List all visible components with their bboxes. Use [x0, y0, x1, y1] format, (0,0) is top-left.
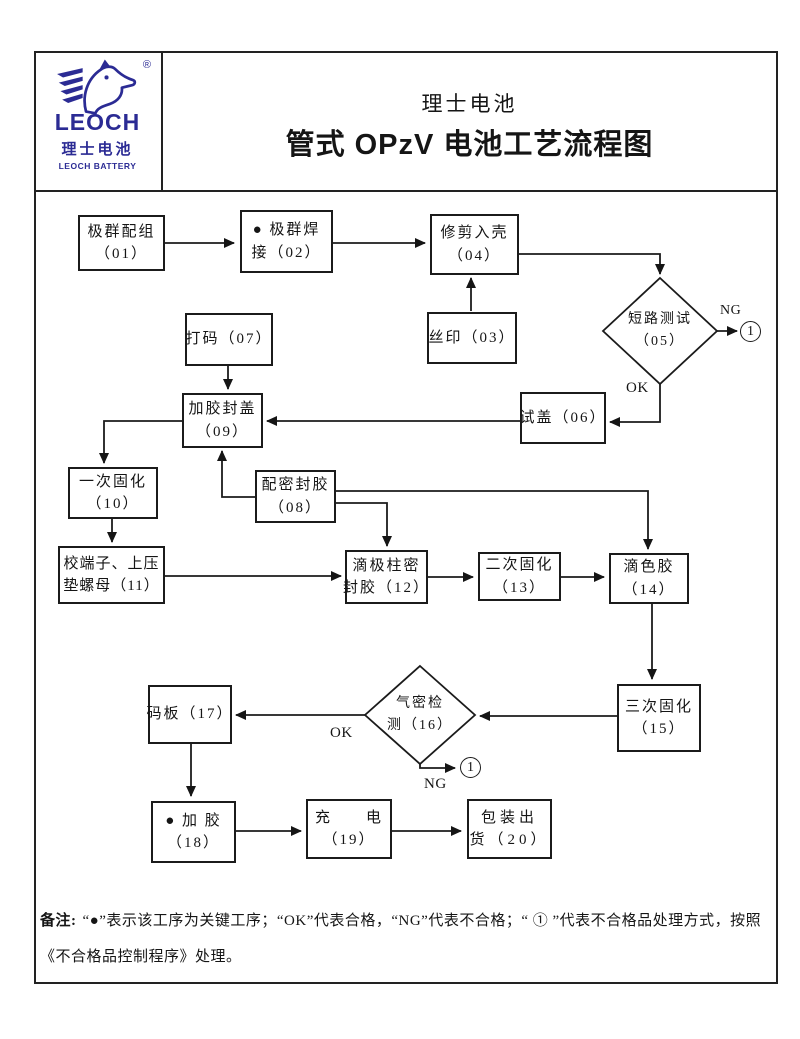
arrows — [99, 238, 738, 836]
node-label: （13） — [492, 579, 546, 596]
node-label: （18） — [166, 835, 220, 851]
process-box-04: 修剪入壳 （04） — [430, 214, 519, 275]
footnote-text: “●”表示该工序为关键工序；“OK”代表合格，“NG”代表不合格；“ ① ”代表… — [40, 913, 762, 965]
page-title: 管式 OPzV 电池工艺流程图 — [285, 129, 654, 161]
node-label: （14） — [622, 581, 676, 598]
node-label: 打码（07） — [185, 331, 273, 348]
process-box-14: 滴色胶 （14） — [609, 553, 689, 604]
process-box-08: 配密封胶 （08） — [255, 470, 336, 523]
process-box-01: 极群配组 （01） — [78, 215, 165, 271]
process-box-02: ● 极群焊 接（02） — [240, 210, 333, 273]
node-label: 校端子、上压 — [63, 555, 160, 572]
process-box-13: 二次固化 （13） — [478, 552, 561, 601]
process-box-15: 三次固化 （15） — [617, 684, 701, 752]
process-box-18: ● 加 胶 （18） — [151, 801, 236, 863]
node-label: 极群配组 — [87, 223, 156, 240]
node-label: 气密检 — [396, 695, 444, 711]
logo-brand-text: LEOCH — [54, 109, 141, 135]
company-title: 理士电池 — [421, 92, 518, 116]
node-label: 接（02） — [251, 244, 322, 261]
process-box-17: 码板（17） — [146, 685, 234, 744]
logo-english-text: LEOCH BATTERY — [58, 161, 137, 171]
node-label: （05） — [635, 334, 685, 349]
ng-label-top: NG — [720, 303, 742, 318]
node-label: （10） — [86, 496, 140, 512]
header-divider — [34, 190, 778, 192]
node-label: （15） — [632, 721, 686, 737]
node-label: 垫螺母（11） — [63, 578, 160, 594]
decision-label-05: 短路测试 （05） — [606, 302, 714, 360]
logo: ® LEOCH 理士电池 LEOCH BATTERY — [34, 51, 161, 190]
node-label: 货（20） — [469, 832, 550, 848]
reject-circle-top: 1 — [740, 321, 761, 342]
process-box-07: 打码（07） — [185, 313, 273, 366]
reject-circle-bottom: 1 — [460, 757, 481, 778]
logo-chinese-text: 理士电池 — [61, 141, 134, 158]
node-label: （08） — [268, 499, 322, 516]
node-label: 二次固化 — [485, 557, 554, 573]
process-box-06: 试盖（06） — [520, 392, 606, 444]
node-label: 封胶（12） — [343, 580, 431, 596]
node-label: 三次固化 — [624, 698, 693, 715]
ok-label-bottom: OK — [330, 725, 353, 741]
node-label: 滴极柱密 — [352, 557, 421, 574]
process-box-19: 充 电 （19） — [306, 799, 392, 859]
node-label: 滴色胶 — [623, 559, 675, 575]
node-label: 充 电 — [314, 809, 383, 826]
node-label: 测（16） — [387, 718, 453, 733]
node-label: （19） — [322, 832, 376, 848]
node-label: （01） — [94, 246, 148, 262]
process-box-11: 校端子、上压 垫螺母（11） — [58, 546, 165, 604]
node-label: 试盖（06） — [519, 409, 607, 426]
outer-border — [34, 51, 778, 984]
node-label: 配密封胶 — [261, 477, 330, 493]
node-label: （04） — [447, 247, 501, 264]
node-label: 包装出 — [480, 809, 538, 826]
node-label: 短路测试 — [628, 311, 692, 327]
node-label: 加胶封盖 — [188, 401, 257, 417]
process-box-20: 包装出 货（20） — [467, 799, 552, 859]
title-block: 理士电池 管式 OPzV 电池工艺流程图 — [161, 51, 778, 190]
process-box-12: 滴极柱密 封胶（12） — [343, 550, 431, 604]
registered-mark: ® — [142, 59, 151, 71]
footnote-label: 备注: — [40, 913, 77, 929]
logo-cell-divider — [161, 51, 163, 190]
node-label: 码板（17） — [146, 706, 234, 723]
node-label: 丝印（03） — [428, 329, 516, 346]
decision-diamond-16 — [363, 664, 477, 766]
decision-diamond-05 — [601, 276, 719, 386]
process-box-10: 一次固化 （10） — [68, 467, 158, 519]
horse-head-icon — [56, 59, 136, 115]
node-label: ● 极群焊 — [252, 222, 321, 238]
node-label: （09） — [195, 423, 249, 440]
ng-label-bottom: NG — [424, 776, 447, 792]
footnote: 备注:“●”表示该工序为关键工序；“OK”代表合格，“NG”代表不合格；“ ① … — [40, 903, 766, 975]
process-box-09: 加胶封盖 （09） — [182, 393, 263, 448]
decision-label-16: 气密检 测（16） — [368, 688, 472, 742]
node-label: 一次固化 — [78, 473, 147, 490]
node-label: 修剪入壳 — [440, 225, 509, 241]
ok-label-mid: OK — [626, 380, 649, 396]
node-label: ● 加 胶 — [165, 812, 222, 829]
process-box-03: 丝印（03） — [427, 312, 517, 364]
